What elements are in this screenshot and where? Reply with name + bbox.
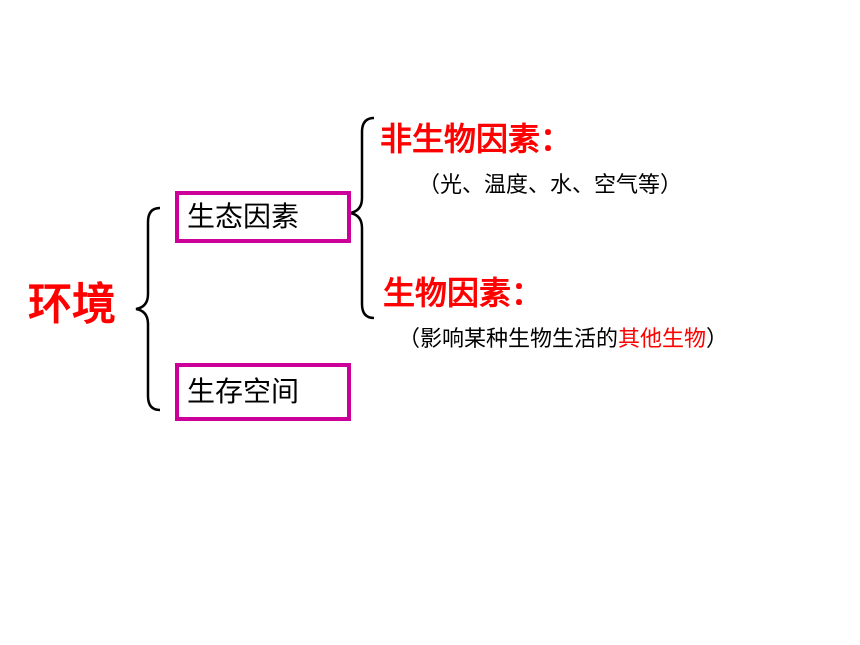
left-brace-ecological <box>349 116 375 320</box>
root-label-environment: 环境 <box>28 279 116 330</box>
biotic-factors-heading: 生物因素： <box>383 274 544 312</box>
ecological-factors-label: 生态因素 <box>187 200 300 233</box>
left-brace-environment <box>135 206 161 412</box>
biotic-note-highlight: 其他生物 <box>618 327 707 352</box>
biotic-factors-note: （影响某种生物生活的其他生物） <box>398 329 728 351</box>
abiotic-factors-heading: 非生物因素： <box>380 120 573 158</box>
living-space-label: 生存空间 <box>187 375 300 408</box>
biotic-note-suffix: ） <box>706 327 729 352</box>
ecological-factors-box: 生态因素 <box>175 191 351 243</box>
biotic-note-prefix: （影响某种生物生活的 <box>398 327 619 352</box>
abiotic-factors-note: （光、温度、水、空气等） <box>418 173 683 198</box>
living-space-box: 生存空间 <box>175 363 351 421</box>
